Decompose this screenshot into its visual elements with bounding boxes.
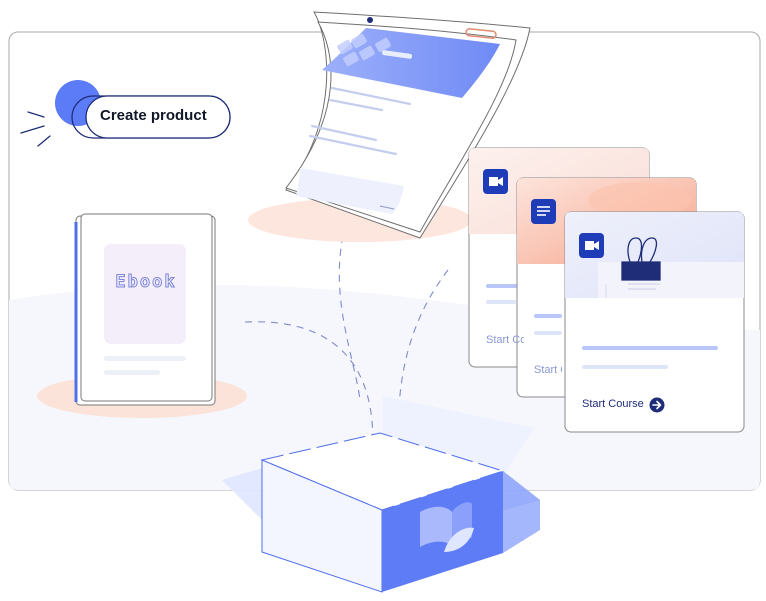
binder-clip-icon: [621, 237, 661, 281]
ebook: [37, 213, 247, 418]
start-course-link-3[interactable]: Start Course: [582, 398, 644, 410]
ebook-cover-label-box: [104, 244, 186, 344]
floating-document: [248, 11, 531, 242]
ebook-label: Ebook: [115, 272, 177, 293]
spark-lines-icon: [20, 111, 51, 147]
start-course-link-1[interactable]: Start Course: [486, 334, 524, 346]
arrow-right-icon[interactable]: [649, 397, 665, 413]
product-box: [222, 396, 540, 593]
keyboard-thumbnail: [337, 33, 391, 67]
create-product-label[interactable]: Create product: [100, 107, 207, 124]
logo-book-icon: [420, 502, 474, 552]
start-course-link-2[interactable]: Start Course: [534, 364, 562, 376]
course-card-3[interactable]: [564, 211, 745, 433]
create-product-chip[interactable]: [20, 80, 231, 147]
